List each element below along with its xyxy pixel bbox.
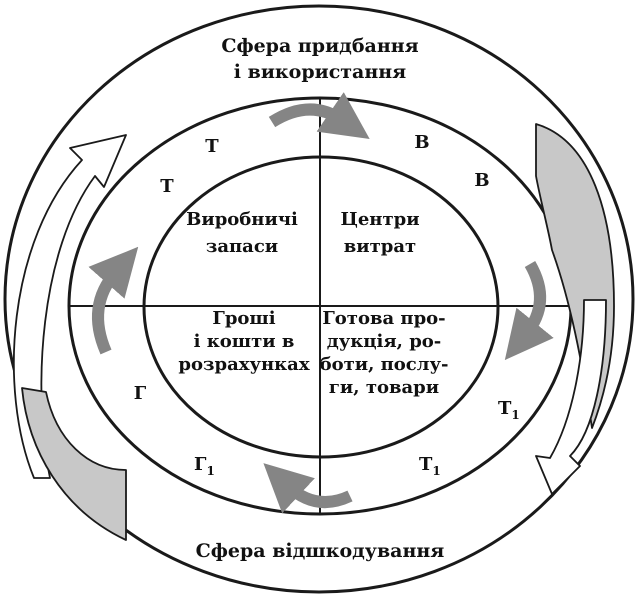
top-gray-arrow — [268, 92, 370, 140]
bottom-sphere-label: Сфера відшкодування — [196, 540, 445, 562]
right-outer-down-arrow — [535, 299, 607, 495]
quadrant-bottom-left-line3: розрахунках — [178, 354, 309, 375]
quadrant-bottom-left-line1: Гроші — [212, 308, 275, 329]
top-sphere-label-line1: Сфера придбання — [221, 35, 418, 57]
letter-t1-bottom: Т1 — [419, 454, 441, 478]
quadrant-top-right-line2: витрат — [344, 236, 416, 257]
letter-g1-main: Г — [194, 454, 207, 475]
quadrant-bottom-right-line1: Готова про- — [322, 308, 445, 329]
letter-t1-right: Т1 — [498, 398, 520, 422]
quadrant-top-right-line1: Центри — [340, 209, 419, 230]
quadrant-bottom-right-line4: ги, товари — [329, 377, 439, 398]
letter-t-lower: Т — [160, 176, 174, 197]
quadrant-top-left-line1: Виробничі — [186, 209, 298, 230]
letter-g: Г — [134, 383, 147, 404]
quadrant-bottom-right-line2: дукція, ро- — [327, 331, 442, 352]
left-gray-arrow — [88, 246, 139, 355]
letter-v-upper: В — [414, 132, 429, 153]
left-outer-up-arrow — [12, 134, 127, 479]
letter-v-lower: В — [474, 170, 489, 191]
letter-g1: Г1 — [194, 454, 215, 478]
letter-t1-right-sub: 1 — [511, 408, 519, 422]
letter-t-upper: Т — [205, 136, 219, 157]
left-lower-gray-band — [21, 387, 127, 541]
top-sphere-label-line2: і використання — [234, 61, 406, 83]
right-gray-arrow — [504, 260, 554, 361]
letter-t1-bottom-sub: 1 — [432, 464, 440, 478]
quadrant-bottom-left-line2: і кошти в — [194, 331, 295, 352]
letter-t1-right-main: Т — [498, 398, 512, 419]
quadrant-bottom-right-line3: боти, послу- — [320, 354, 449, 375]
letter-t1-bottom-main: Т — [419, 454, 433, 475]
quadrant-top-left-line2: запаси — [206, 236, 278, 257]
bottom-gray-arrow — [263, 463, 353, 514]
letter-g1-sub: 1 — [206, 464, 214, 478]
